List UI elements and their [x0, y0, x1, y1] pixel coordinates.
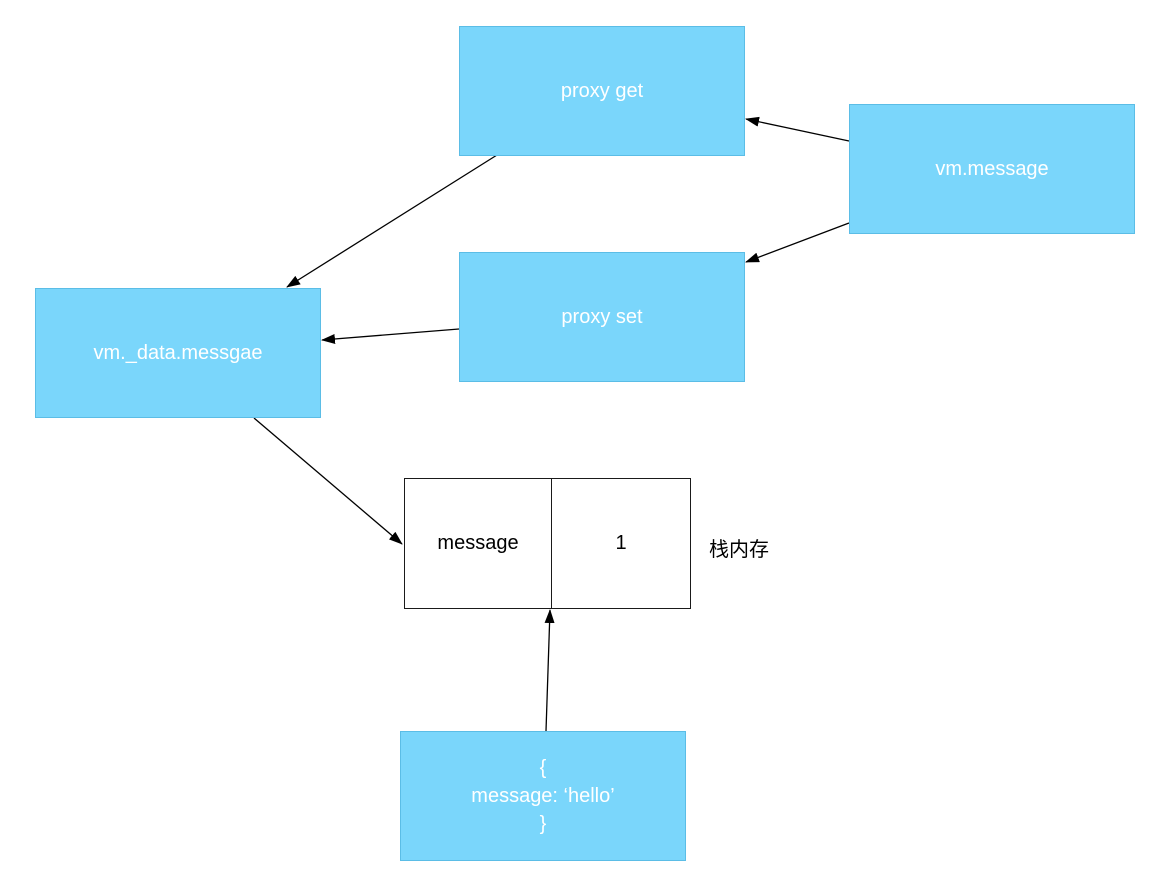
- arrow-vm-message-to-proxy-get: [745, 116, 850, 142]
- stack-memory-table: message 1: [404, 478, 691, 609]
- data-object-node: { message: ‘hello’ }: [400, 731, 686, 861]
- vm-data-label: vm._data.messgae: [93, 342, 263, 364]
- proxy-get-label: proxy get: [560, 80, 644, 102]
- memory-value-text: 1: [615, 532, 627, 554]
- memory-key-text: message: [437, 532, 519, 554]
- data-object-label: { message: ‘hello’ }: [471, 757, 615, 835]
- vm-message-node: vm.message: [849, 104, 1135, 234]
- arrow-data-object-to-memory: [544, 609, 555, 732]
- arrow-vm-message-to-proxy-set: [745, 222, 850, 263]
- memory-key-cell: message: [405, 479, 551, 608]
- memory-cell-divider: [551, 479, 552, 608]
- proxy-get-node: proxy get: [459, 26, 745, 156]
- arrow-vm-data-to-memory: [253, 417, 403, 545]
- vm-message-label: vm.message: [935, 158, 1049, 180]
- vm-data-node: vm._data.messgae: [35, 288, 321, 418]
- arrow-proxy-set-to-vm-data: [321, 328, 460, 344]
- proxy-set-label: proxy set: [561, 306, 643, 328]
- stack-memory-label: 栈内存: [709, 537, 769, 561]
- memory-value-cell: 1: [552, 479, 690, 608]
- proxy-set-node: proxy set: [459, 252, 745, 382]
